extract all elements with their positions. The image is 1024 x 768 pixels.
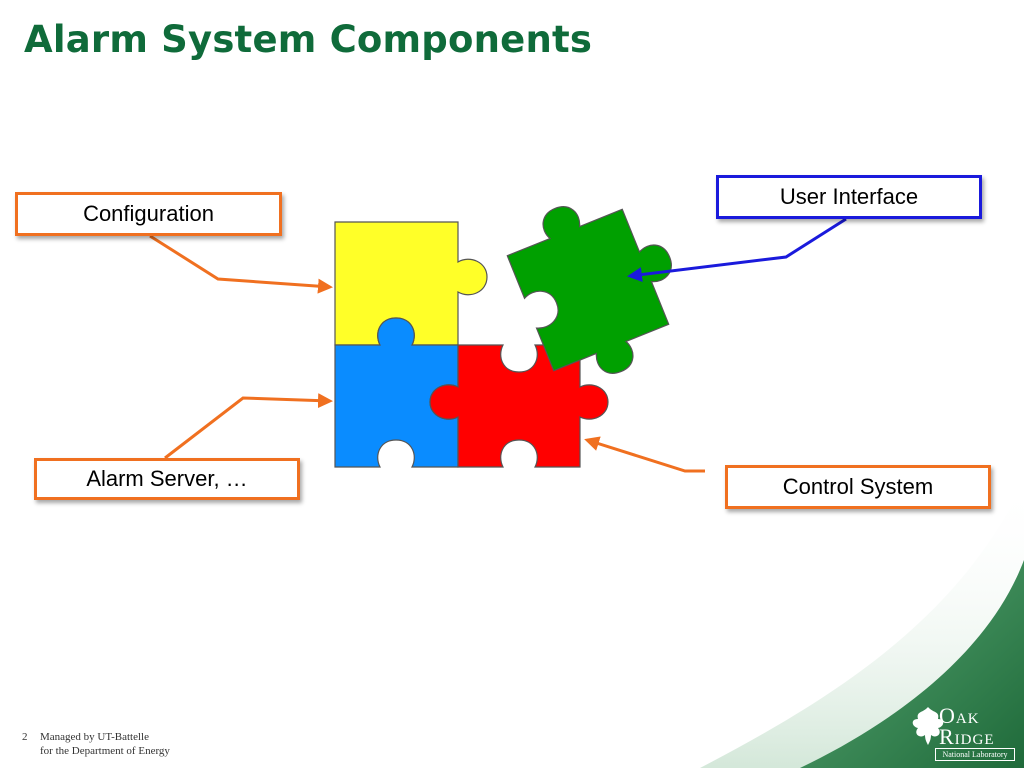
footer-line-2: for the Department of Energy	[40, 745, 170, 757]
logo-ridge-text: Ridge	[939, 724, 995, 749]
label-user-interface: User Interface	[716, 175, 982, 219]
puzzle-piece-user-interface	[506, 206, 672, 374]
connector-configuration	[149, 234, 333, 294]
label-configuration: Configuration	[15, 192, 282, 236]
label-user-interface-text: User Interface	[779, 184, 919, 209]
oak-leaf-icon	[912, 707, 944, 745]
ornl-logo: Oak Ridge National Laboratory	[905, 703, 1017, 763]
connector-alarm-server	[164, 393, 333, 460]
corner-swoosh	[800, 560, 1024, 768]
label-control-system: Control System	[725, 465, 991, 509]
label-alarm-server: Alarm Server, …	[34, 458, 300, 500]
footer-line-1: Managed by UT-Battelle	[40, 731, 149, 743]
connector-control-system	[584, 436, 705, 473]
logo-oak-text: Oak	[939, 703, 980, 728]
slide-title: Alarm System Components	[24, 18, 593, 61]
label-configuration-text: Configuration	[83, 201, 214, 226]
label-control-system-text: Control System	[782, 474, 934, 499]
label-alarm-server-text: Alarm Server, …	[86, 466, 248, 491]
connector-user-interface	[627, 217, 847, 282]
puzzle-piece-control-system	[429, 344, 609, 468]
page-number: 2	[22, 731, 28, 743]
logo-subtitle: National Laboratory	[935, 748, 1015, 761]
